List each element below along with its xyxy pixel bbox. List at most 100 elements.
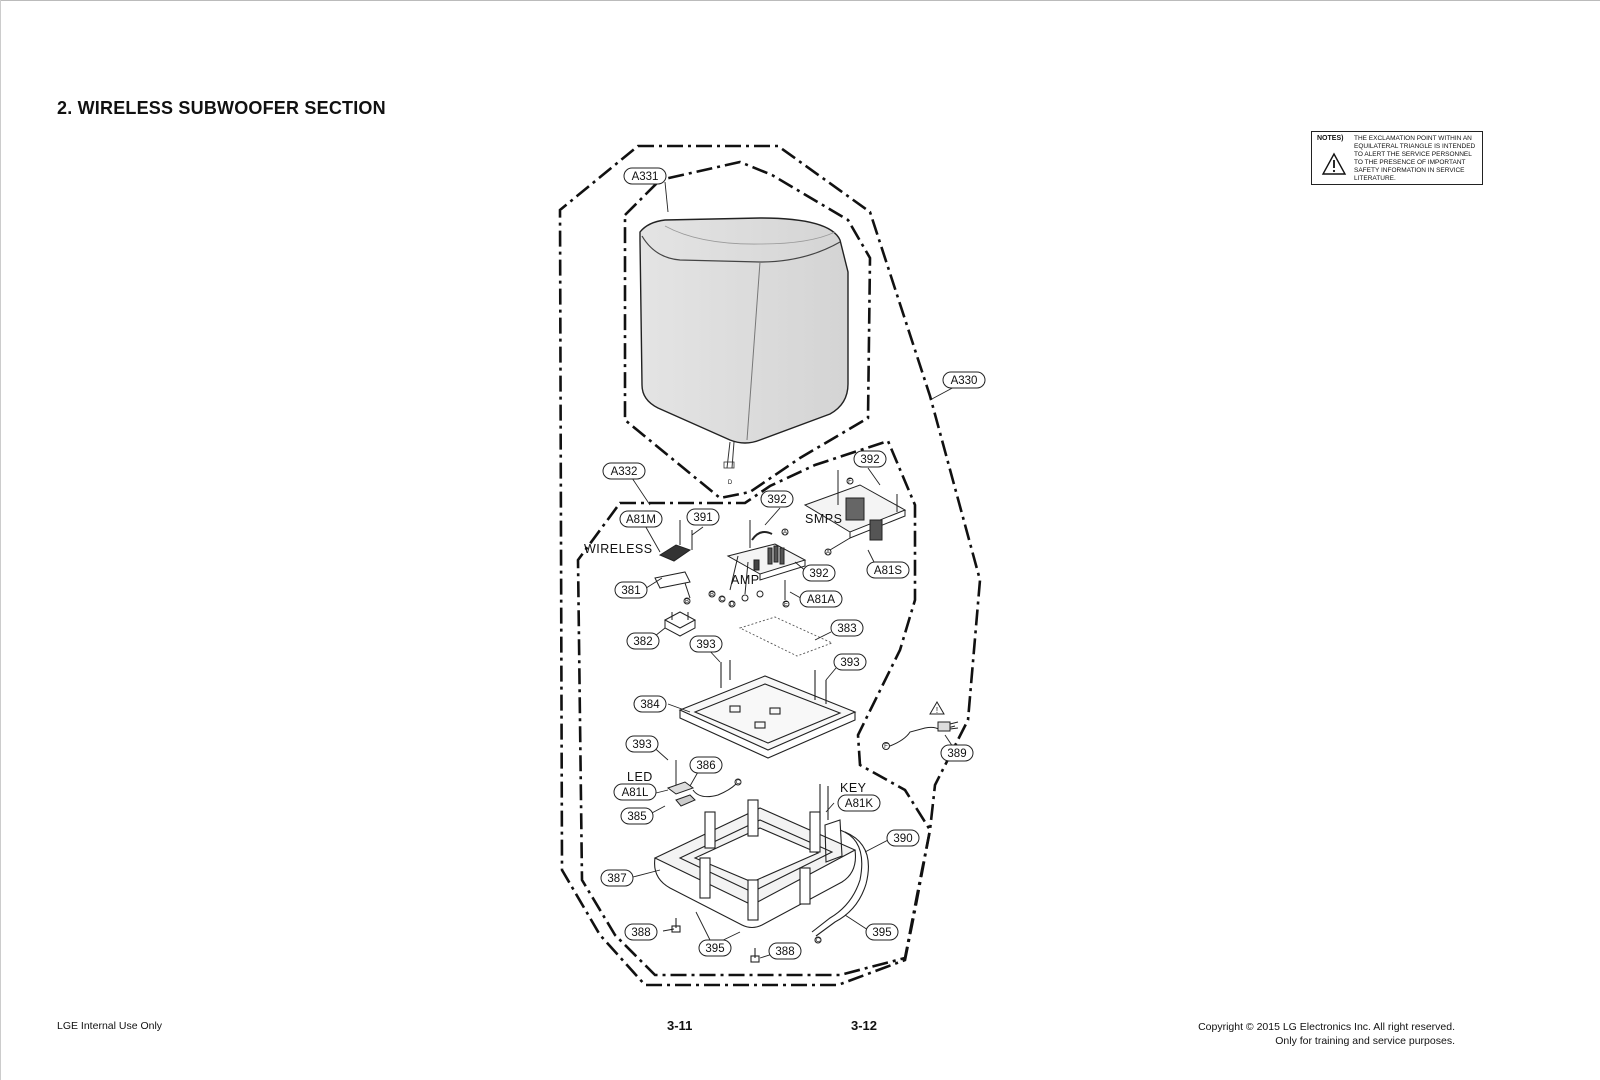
label-386: 386 (689, 756, 723, 774)
svg-text:383: 383 (837, 623, 856, 635)
svg-text:!: ! (936, 706, 938, 715)
svg-text:393: 393 (840, 657, 859, 669)
connector-letters: A A B B C C C D D E F F (685, 479, 888, 944)
label-391: 391 (686, 508, 720, 526)
label-383: 383 (830, 619, 864, 637)
label-390: 390 (886, 829, 920, 847)
label-a332: A332 (602, 462, 646, 480)
svg-text:C: C (816, 938, 821, 944)
notes-text: THE EXCLAMATION POINT WITHIN AN EQUILATE… (1354, 135, 1476, 182)
svg-text:C: C (720, 597, 725, 603)
label-amp: AMP (731, 573, 760, 587)
label-smps: SMPS (805, 512, 842, 526)
svg-text:F: F (848, 479, 852, 485)
svg-text:E: E (784, 602, 788, 608)
svg-text:384: 384 (640, 699, 660, 711)
label-381: 381 (614, 581, 648, 599)
left-border (0, 0, 1, 1080)
svg-text:A: A (783, 530, 787, 536)
label-393-top: 393 (689, 635, 723, 653)
svg-text:A81L: A81L (622, 787, 649, 799)
svg-text:393: 393 (632, 739, 651, 751)
part-labels: A331 A330 A332 392 392 A81M 391 392 A81S… (600, 167, 986, 960)
label-393-left: 393 (625, 735, 659, 753)
section-text-labels: WIRELESS SMPS AMP LED KEY (584, 512, 867, 795)
svg-text:A81S: A81S (874, 565, 902, 577)
page-title: 2. WIRELESS SUBWOOFER SECTION (57, 98, 386, 118)
svg-text:395: 395 (872, 927, 891, 939)
svg-text:386: 386 (696, 760, 715, 772)
label-393-right: 393 (833, 653, 867, 671)
notes-heading: NOTES) (1317, 135, 1344, 142)
copyright-notice: Copyright © 2015 LG Electronics Inc. All… (1198, 1020, 1455, 1048)
label-389: 389 (940, 744, 974, 762)
svg-text:A81M: A81M (626, 514, 656, 526)
a331-boundary (623, 160, 872, 500)
svg-text:A330: A330 (951, 375, 978, 387)
svg-text:B: B (710, 592, 714, 598)
svg-text:391: 391 (693, 512, 712, 524)
notes-box: NOTES) THE EXCLAMATION POINT WITHIN AN E… (1311, 131, 1483, 185)
svg-text:A332: A332 (611, 466, 638, 478)
label-a330: A330 (942, 371, 986, 389)
sheet-383 (738, 616, 834, 657)
footer-internal-use: LGE Internal Use Only (57, 1020, 163, 1032)
smps-board (803, 470, 907, 556)
label-385: 385 (620, 807, 654, 825)
led-board (666, 760, 742, 807)
label-382: 382 (626, 632, 660, 650)
svg-text:A: A (826, 550, 830, 556)
power-cord: ! (882, 701, 959, 750)
svg-text:385: 385 (627, 811, 646, 823)
label-392-mid: 392 (760, 490, 794, 508)
svg-text:C: C (736, 780, 741, 786)
svg-text:389: 389 (947, 748, 966, 760)
base-387 (653, 784, 869, 963)
svg-text:393: 393 (696, 639, 715, 651)
label-395-bottom: 395 (698, 939, 732, 957)
svg-text:387: 387 (607, 873, 626, 885)
svg-text:392: 392 (809, 568, 828, 580)
warning-triangle-icon (1321, 152, 1347, 175)
label-a81s: A81S (866, 561, 910, 579)
svg-text:F: F (884, 744, 888, 750)
chassis-plate (678, 660, 857, 759)
top-border (0, 0, 1600, 1)
label-wireless: WIRELESS (584, 542, 653, 556)
label-384: 384 (633, 695, 667, 713)
svg-text:D: D (728, 480, 733, 486)
copyright-line-1: Copyright © 2015 LG Electronics Inc. All… (1198, 1021, 1455, 1033)
label-388-left: 388 (624, 923, 658, 941)
copyright-line-2: Only for training and service purposes. (1275, 1035, 1455, 1047)
svg-text:388: 388 (631, 927, 650, 939)
svg-text:B: B (685, 599, 689, 605)
wireless-module (654, 520, 693, 605)
svg-text:382: 382 (633, 636, 652, 648)
label-387: 387 (600, 869, 634, 887)
svg-text:A81A: A81A (807, 594, 835, 606)
label-a81a: A81A (799, 590, 843, 608)
label-a81l: A81L (613, 783, 657, 801)
label-a81m: A81M (619, 510, 663, 528)
svg-text:392: 392 (860, 454, 879, 466)
label-a331: A331 (623, 167, 667, 185)
amp-board (708, 520, 807, 608)
label-key: KEY (840, 781, 867, 795)
svg-text:D: D (730, 602, 735, 608)
fabric-grille (639, 217, 849, 469)
page-number-left: 3-11 (667, 1018, 693, 1033)
label-388-bottom: 388 (768, 942, 802, 960)
label-392-amp: 392 (802, 564, 836, 582)
page-number-right: 3-12 (851, 1018, 878, 1033)
leader-lines (631, 181, 959, 959)
a332-boundary (576, 439, 932, 977)
svg-text:381: 381 (621, 585, 640, 597)
foot-382 (663, 611, 697, 637)
label-led: LED (627, 770, 653, 784)
svg-text:392: 392 (767, 494, 786, 506)
label-395-right: 395 (865, 923, 899, 941)
svg-text:A81K: A81K (845, 798, 873, 810)
label-392-top-right: 392 (853, 450, 887, 468)
svg-text:390: 390 (893, 833, 912, 845)
